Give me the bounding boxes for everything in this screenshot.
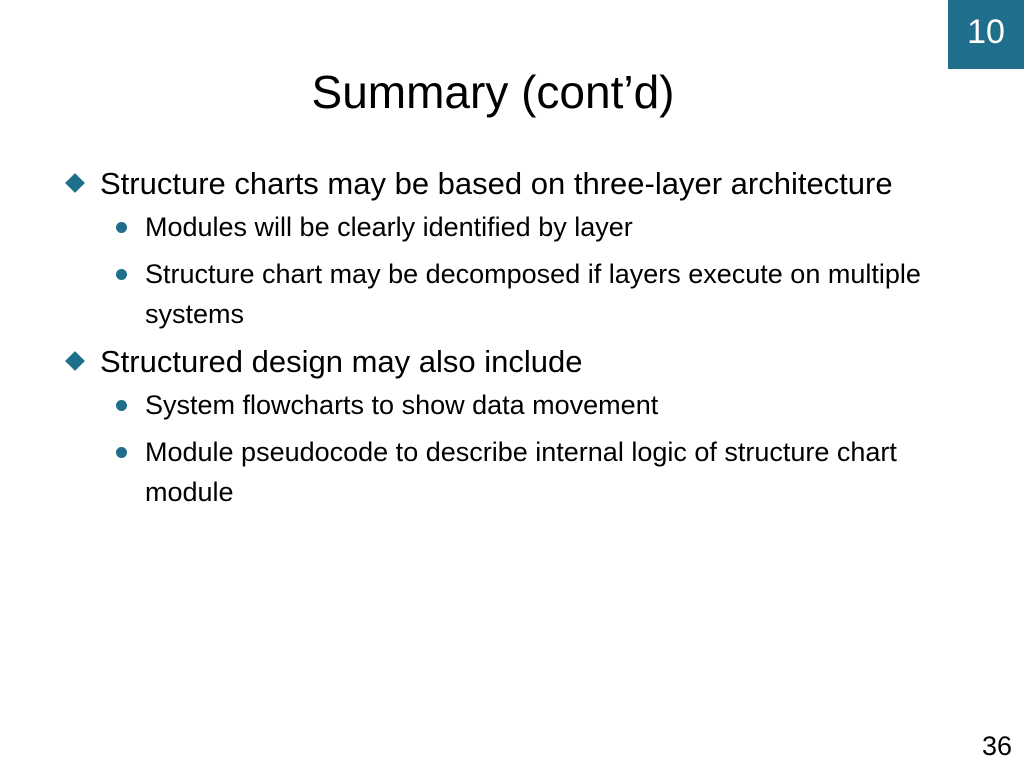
bullet-item: Structured design may also include [64, 340, 964, 383]
dot-bullet-icon [116, 447, 127, 458]
dot-bullet-icon [116, 269, 127, 280]
page-number: 36 [981, 731, 1012, 761]
bullet-item: Structure charts may be based on three-l… [64, 162, 964, 205]
bullet-text: Structured design may also include [100, 344, 583, 379]
sub-bullet-item: Structure chart may be decomposed if lay… [64, 254, 964, 334]
sub-bullet-item: Module pseudocode to describe internal l… [64, 432, 964, 512]
diamond-bullet-icon [65, 173, 85, 193]
sub-bullet-text: System flowcharts to show data movement [145, 390, 659, 420]
slide-title: Summary (cont’d) [311, 66, 675, 118]
sub-bullet-item: Modules will be clearly identified by la… [64, 207, 964, 247]
diamond-bullet-icon [65, 351, 85, 371]
sub-bullet-text: Module pseudocode to describe internal l… [145, 437, 897, 507]
dot-bullet-icon [116, 400, 127, 411]
sub-bullet-text: Modules will be clearly identified by la… [145, 212, 633, 242]
dot-bullet-icon [116, 222, 127, 233]
sub-bullet-item: System flowcharts to show data movement [64, 385, 964, 425]
sub-bullet-text: Structure chart may be decomposed if lay… [145, 259, 921, 329]
slide-content: Structure charts may be based on three-l… [64, 162, 964, 512]
bullet-text: Structure charts may be based on three-l… [100, 166, 893, 201]
chapter-badge: 10 [948, 0, 1024, 69]
